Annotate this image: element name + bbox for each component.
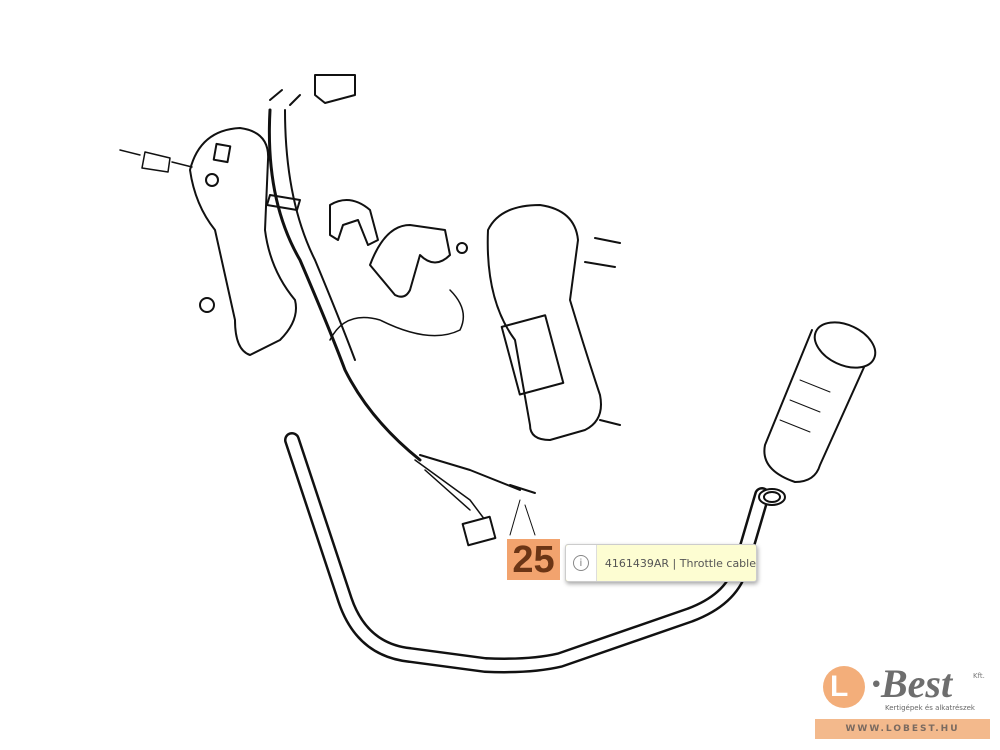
lobest-logo[interactable]: L ·Best Kft. Kertigépek és alkatrészek W…	[815, 661, 990, 742]
logo-suffix: Kft.	[973, 672, 985, 680]
throttle-trigger[interactable]	[369, 224, 468, 298]
info-icon: i	[566, 545, 597, 581]
right-housing[interactable]	[486, 204, 621, 441]
info-glyph: i	[572, 555, 589, 571]
logo-tagline: Kertigépek és alkatrészek	[885, 704, 975, 712]
handle-grip[interactable]	[763, 313, 882, 483]
part-tooltip: i 4161439AR | Throttle cable	[565, 544, 757, 582]
cable-bundle[interactable]	[267, 108, 536, 547]
logo-brand: ·Best	[871, 661, 953, 706]
tooltip-text: 4161439AR | Throttle cable	[604, 556, 756, 570]
logo-mark: L	[823, 666, 865, 708]
switch-assembly[interactable]	[266, 74, 379, 246]
logo-url[interactable]: WWW.LOBEST.HU	[815, 719, 990, 739]
handlebar-tube[interactable]	[284, 432, 786, 674]
left-housing[interactable]	[119, 127, 297, 356]
part-callout-25[interactable]: 25	[507, 539, 560, 581]
